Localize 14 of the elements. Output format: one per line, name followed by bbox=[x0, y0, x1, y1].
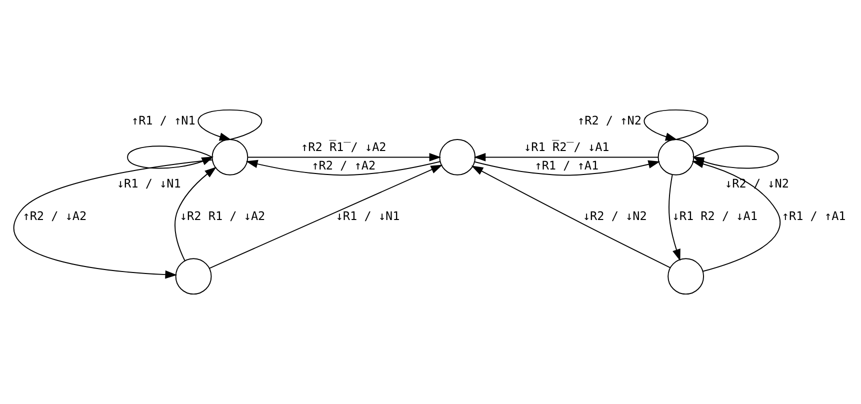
edge-label: ↑R2 / ↑N2 bbox=[578, 113, 642, 128]
edge-label: ↓R2 / ↓N2 bbox=[725, 176, 789, 191]
edge-label: ↓R1 / ↓N1 bbox=[336, 208, 400, 223]
edge-label: ↑R1 / ↑N1 bbox=[131, 113, 196, 128]
edge-label: ↑R2 / ↑A2 bbox=[312, 158, 376, 173]
edge-label: ↑R2 / ↓A2 bbox=[22, 208, 87, 223]
edge-label: ↓R1 R2 / ↓A1 bbox=[672, 208, 758, 223]
edge-label: ↓R1 R̅2̅ / ↓A1 bbox=[524, 140, 610, 154]
edge-label: ↓R1 / ↓N1 bbox=[116, 176, 181, 191]
edge-label: ↓R2 / ↓N2 bbox=[582, 208, 647, 223]
edge-label: ↓R2 R1 / ↓A2 bbox=[180, 208, 266, 223]
edge-label: ↑R1 / ↑A1 bbox=[782, 208, 846, 223]
edge-label: ↑R2 R̅1̅ / ↓A2 bbox=[301, 140, 386, 154]
edge-label: ↑R1 / ↑A1 bbox=[534, 158, 599, 173]
